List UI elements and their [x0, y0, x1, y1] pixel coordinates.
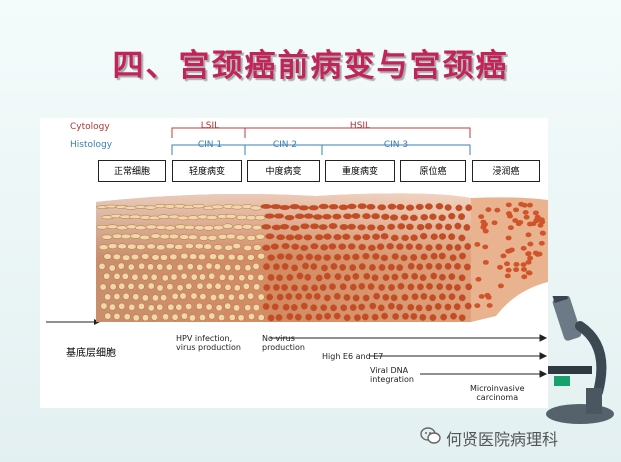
- box-moderate: 中度病变: [247, 160, 320, 182]
- wechat-icon: [420, 427, 441, 444]
- basal-cell-label: 基底层细胞: [66, 348, 116, 359]
- footer-credit: 何贤医院病理科: [446, 430, 559, 449]
- stage-lsil: LSIL: [200, 121, 220, 131]
- epithelium-illustration: [96, 193, 548, 322]
- note-viral-dna: Viral DNA integration: [370, 366, 414, 384]
- cytology-label: Cytology: [70, 122, 110, 132]
- box-invasive: 浸润癌: [472, 160, 540, 182]
- note-no-virus: No virus production: [262, 334, 305, 352]
- stage-hsil: HSIL: [349, 121, 371, 131]
- note-hpv-infection: HPV infection, virus production: [176, 334, 241, 352]
- box-mild: 轻度病变: [172, 160, 242, 182]
- box-severe: 重度病变: [325, 160, 395, 182]
- box-in-situ: 原位癌: [400, 160, 466, 182]
- note-e6-e7: High E6 and E7: [322, 352, 384, 361]
- microscope-icon: [546, 296, 614, 424]
- histology-label: Histology: [70, 140, 113, 150]
- stage-cin2: CIN 2: [272, 140, 298, 150]
- stage-cin1: CIN 1: [197, 140, 223, 150]
- slide-title: 四、宫颈癌前病变与宫颈癌: [112, 48, 509, 84]
- box-normal: 正常细胞: [98, 160, 166, 182]
- stage-cin3: CIN 3: [383, 140, 409, 150]
- note-microinvasive: Microinvasive carcinoma: [470, 384, 525, 402]
